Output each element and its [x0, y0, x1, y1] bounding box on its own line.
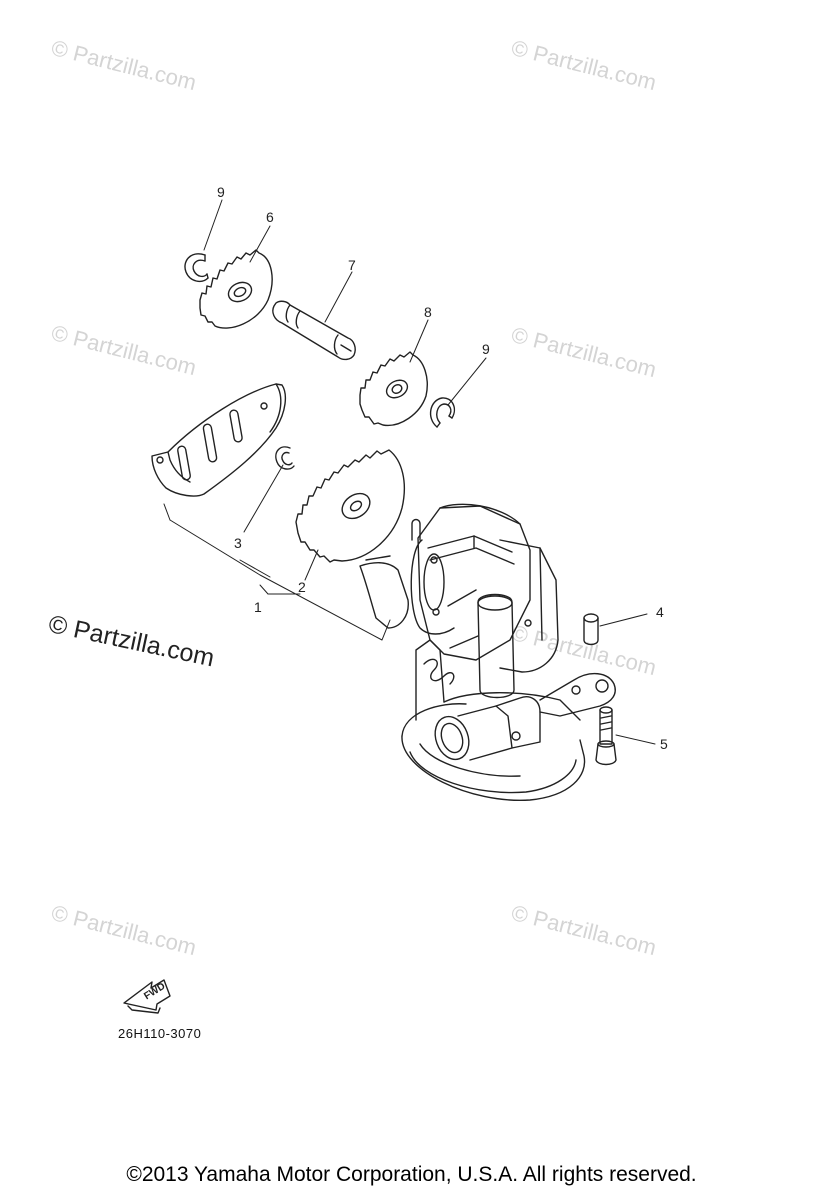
- bolt-part-5: [595, 706, 617, 766]
- callout-2: 2: [298, 579, 306, 595]
- callout-4: 4: [656, 604, 664, 620]
- shaft-part-7: [272, 300, 356, 361]
- circlip-part-3: [275, 446, 295, 470]
- callout-6: 6: [266, 209, 274, 225]
- diagram-code: 26H110-3070: [118, 1026, 202, 1041]
- callout-9-right: 9: [482, 341, 490, 357]
- gear-part-6: [199, 249, 273, 329]
- copyright-notice: ©2013 Yamaha Motor Corporation, U.S.A. A…: [126, 1163, 697, 1186]
- callout-9-top: 9: [217, 184, 225, 200]
- fwd-arrow-icon: [123, 979, 171, 1014]
- leader-lines: [163, 199, 656, 745]
- gear-part-2: [295, 449, 405, 563]
- callout-7: 7: [348, 257, 356, 273]
- strainer-cover: [151, 383, 287, 497]
- circlip-part-9-right: [429, 397, 456, 428]
- fwd-label: FWD: [142, 981, 167, 1002]
- callout-8: 8: [424, 304, 432, 320]
- gear-part-8: [359, 351, 428, 427]
- callout-5: 5: [660, 736, 668, 752]
- callout-1: 1: [254, 599, 262, 615]
- oil-pump-body-part-1: [359, 503, 616, 801]
- callout-3: 3: [234, 535, 242, 551]
- dowel-pin-part-4: [583, 613, 599, 646]
- circlip-part-9-top: [184, 253, 209, 283]
